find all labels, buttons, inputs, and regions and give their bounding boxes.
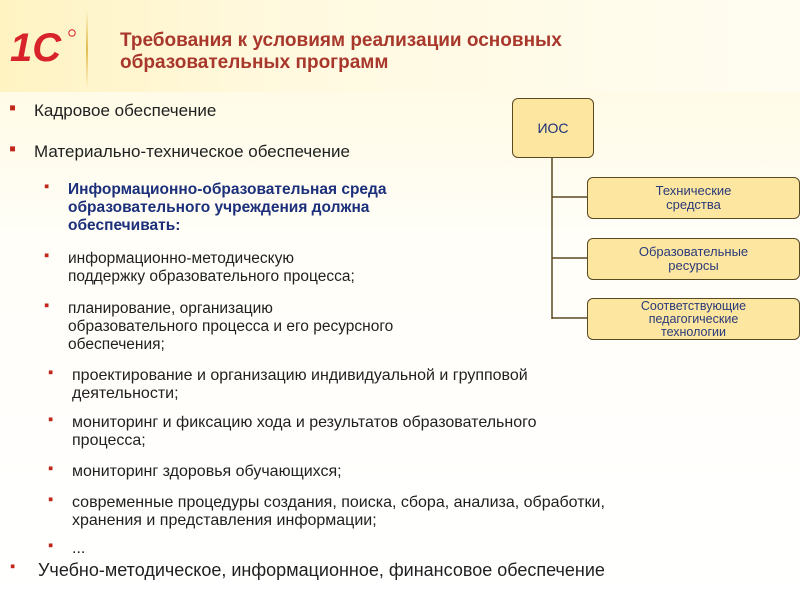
square-bullet-icon: ▪ xyxy=(9,138,17,160)
bullet-line: деятельности; xyxy=(72,385,179,402)
diagram-node-line: ресурсы xyxy=(668,258,719,273)
bullet-line: Информационно-образовательная среда xyxy=(68,181,387,198)
bullet-line: планирование, организацию xyxy=(68,300,273,317)
bullet-line: обеспечивать: xyxy=(68,217,181,234)
diagram-node-line: Соответствующие xyxy=(640,298,747,313)
1c-logo-icon: 1С xyxy=(10,26,76,67)
bullet-line: современные процедуры создания, поиска, … xyxy=(72,494,605,511)
bullet-text: Кадровое обеспечение xyxy=(34,101,217,120)
diagram-node-line: средства xyxy=(666,197,721,212)
bullet-line: мониторинг здоровья обучающихся; xyxy=(72,463,342,480)
square-bullet-icon: ▪ xyxy=(48,364,54,381)
diagram-root-ios: ИОС xyxy=(512,98,594,158)
bullet-line: мониторинг и фиксацию хода и результатов… xyxy=(72,414,537,431)
bullet-line: проектирование и организацию индивидуаль… xyxy=(72,367,528,384)
diagram-node-tech: Технические средства xyxy=(587,177,800,219)
square-bullet-icon: ▪ xyxy=(44,297,50,314)
bullet-line: обеспечения; xyxy=(68,336,165,353)
square-bullet-icon: ▪ xyxy=(10,558,16,575)
title-line: образовательных программ xyxy=(120,52,389,73)
bullet-line: образовательного учреждения должна xyxy=(68,199,370,216)
diagram-node-line: педагогические xyxy=(648,311,739,326)
bullet-text: Учебно-методическое, информационное, фин… xyxy=(38,560,605,580)
title-line: Требования к условиям реализации основны… xyxy=(120,30,562,51)
square-bullet-icon: ▪ xyxy=(48,411,54,428)
diagram-root-label: ИОС xyxy=(537,120,569,136)
square-bullet-icon: ▪ xyxy=(48,491,54,508)
square-bullet-icon: ▪ xyxy=(44,247,50,264)
diagram-node-resources: Образовательные ресурсы xyxy=(587,238,800,280)
square-bullet-icon: ▪ xyxy=(9,97,17,119)
bullet-line: процесса; xyxy=(72,432,146,449)
header-divider xyxy=(86,10,88,88)
page-title: Требования к условиям реализации основны… xyxy=(120,30,720,74)
bullet-line: ... xyxy=(72,540,86,557)
square-bullet-icon: ▪ xyxy=(48,460,54,477)
bullet-line: поддержку образовательного процесса; xyxy=(68,268,355,285)
bullet-line: информационно-методическую xyxy=(68,250,294,267)
bullet-line: образовательного процесса и его ресурсно… xyxy=(68,318,394,335)
diagram-node-line: Образовательные xyxy=(638,244,749,259)
bullet-text: Материально-техническое обеспечение xyxy=(34,142,351,161)
diagram-node-pedagogy: Соответствующие педагогические технологи… xyxy=(587,298,800,340)
logo-text: 1С xyxy=(10,26,62,67)
header-band xyxy=(0,0,800,92)
diagram-node-line: технологии xyxy=(660,324,726,339)
bullet-line: хранения и представления информации; xyxy=(72,512,377,529)
square-bullet-icon: ▪ xyxy=(48,537,54,554)
square-bullet-icon: ▪ xyxy=(44,178,50,195)
diagram-node-line: Технические xyxy=(655,183,732,198)
